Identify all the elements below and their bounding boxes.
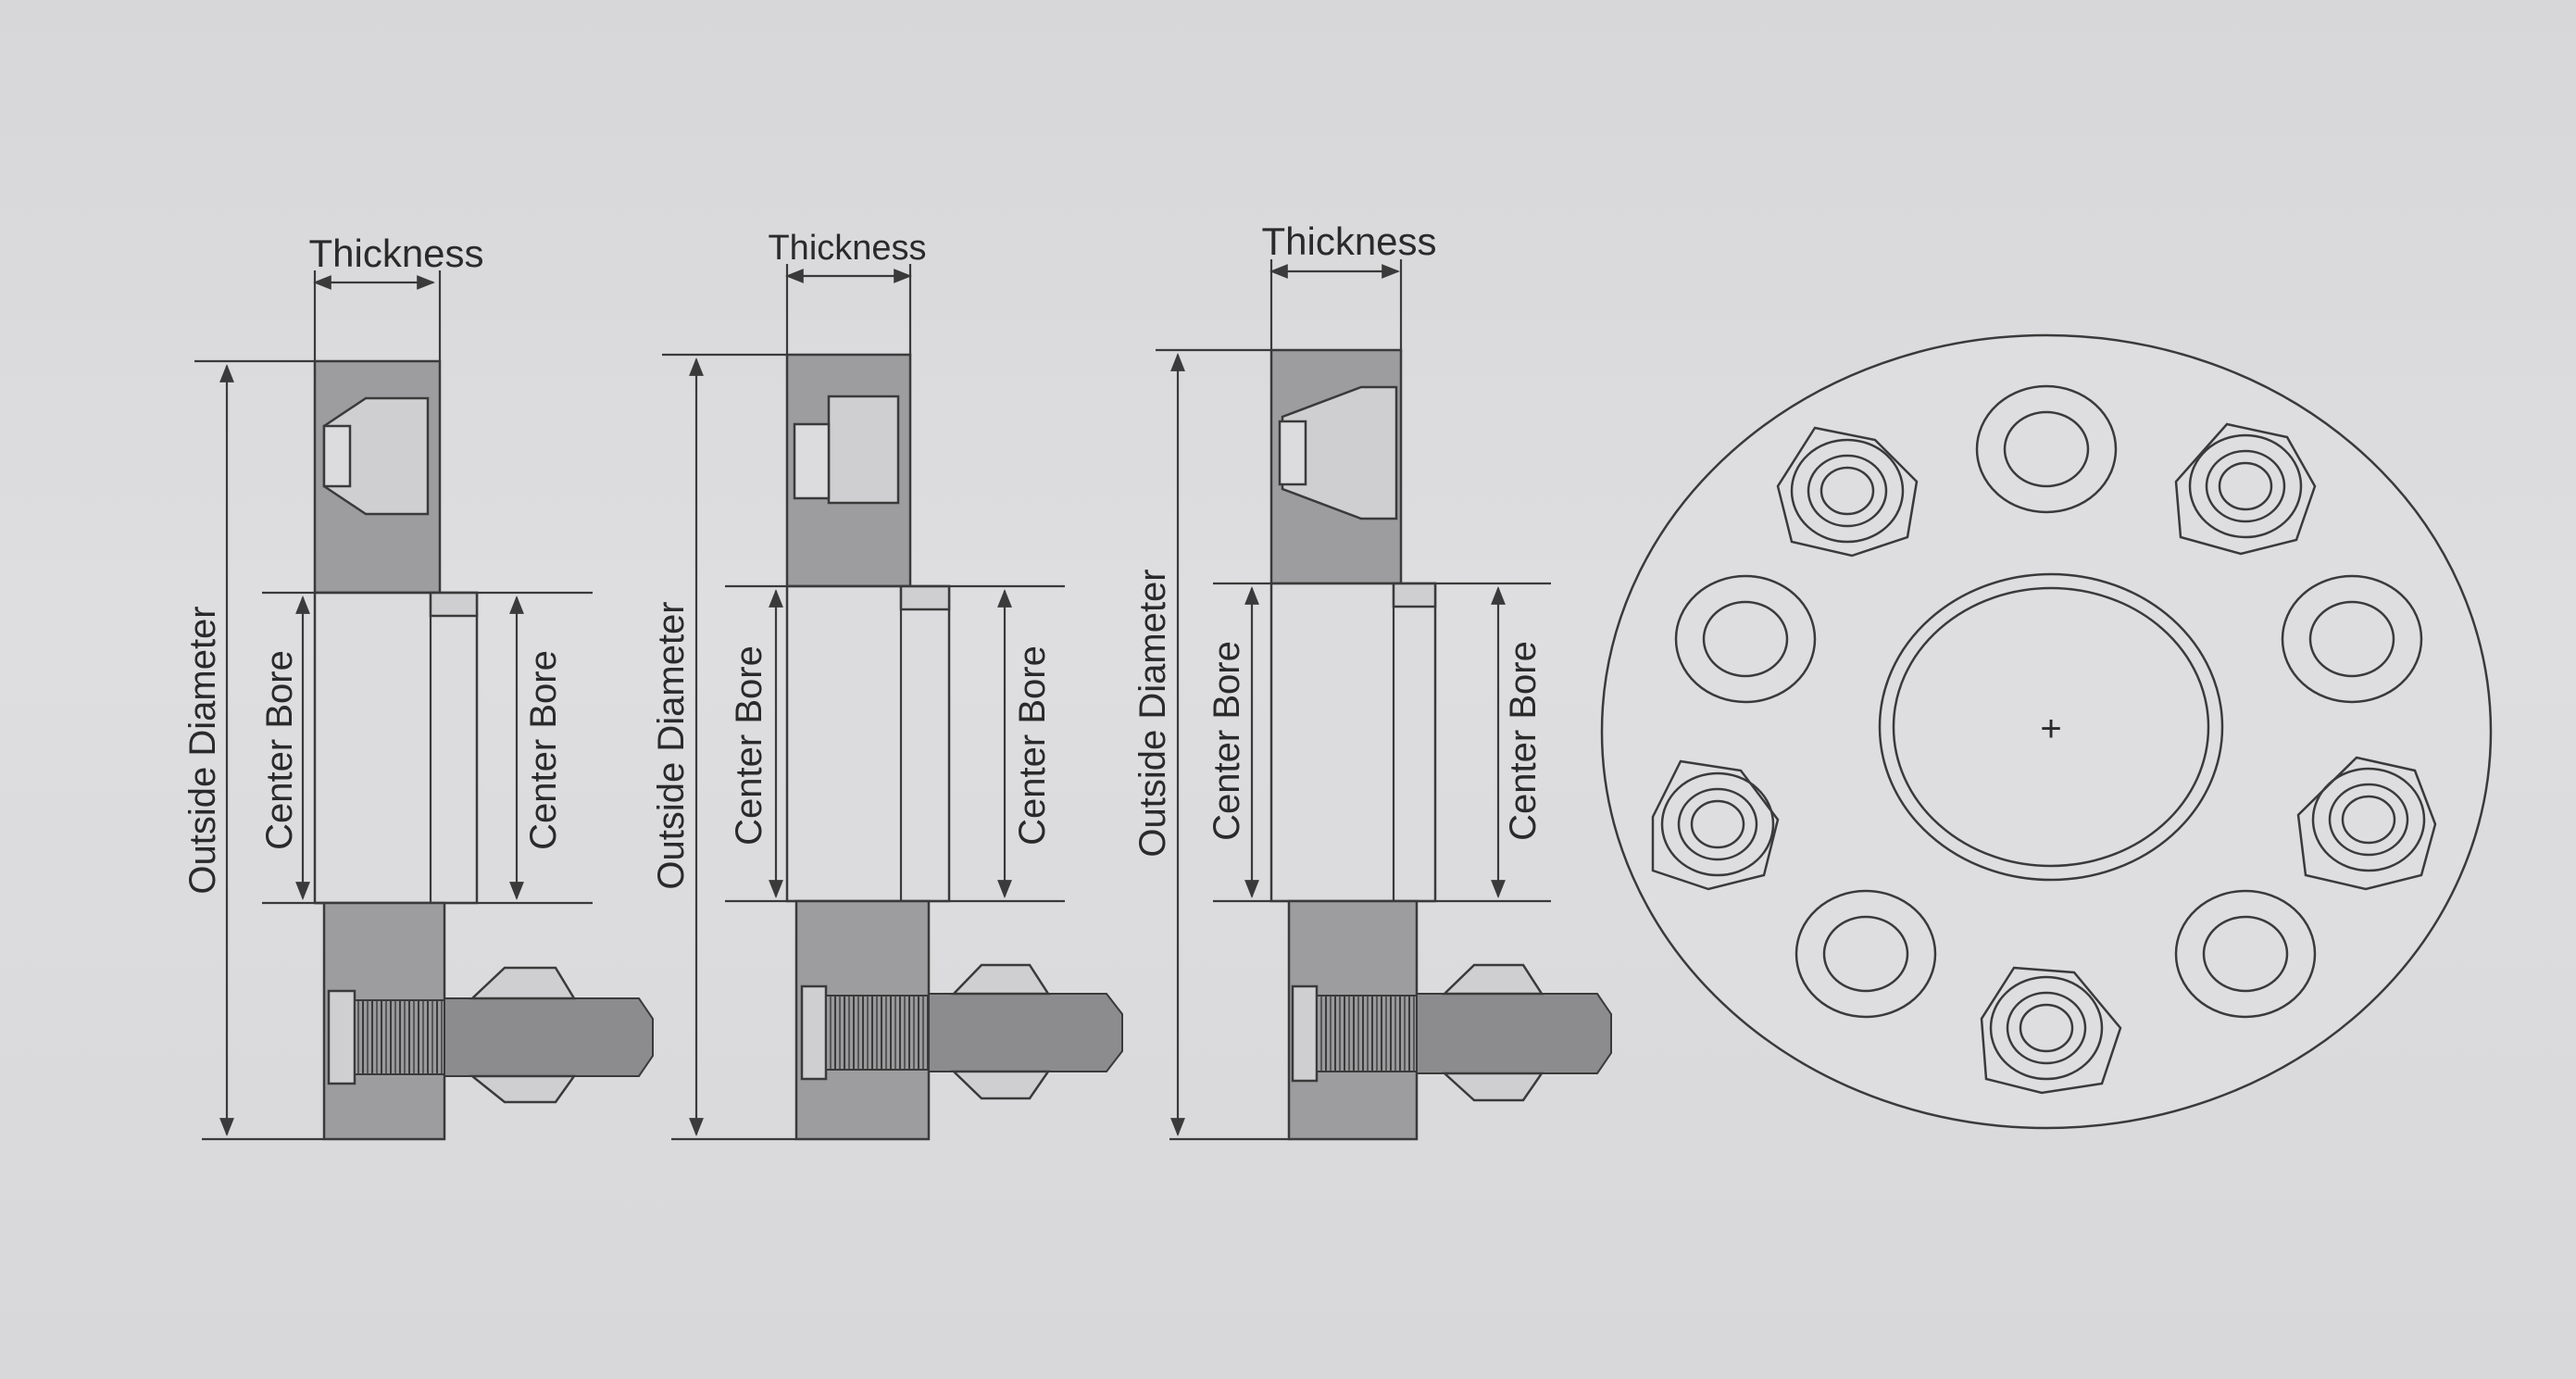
lug-nut (2174, 422, 2317, 556)
center-mark: + (2040, 708, 2061, 749)
center-bore-label-3a: Center Bore (1207, 641, 1247, 841)
hub-lip (429, 591, 479, 618)
center-bore-label-1a: Center Bore (259, 650, 300, 850)
stud-knurl (354, 999, 445, 1075)
lug-nut-bottom (469, 1074, 577, 1104)
hub-lip (1392, 582, 1437, 608)
lug-hole (1278, 420, 1307, 486)
lug-nut-bottom (1441, 1072, 1544, 1102)
wheel-stud (1416, 993, 1612, 1074)
stud-knurl (1316, 995, 1418, 1072)
lug-nut (1776, 426, 1919, 558)
cross-section-3: Thickness Outside Diameter Center Bore C… (1132, 219, 1612, 1141)
front-view: + (1600, 333, 2493, 1130)
center-bore-label-3b: Center Bore (1503, 641, 1544, 841)
bolt-hole (1674, 574, 1817, 704)
bolt-hole (2281, 574, 2423, 704)
wheel-stud (928, 993, 1123, 1072)
lug-nut (1651, 759, 1780, 891)
thickness-label-3: Thickness (1261, 219, 1436, 263)
lug-nut (2296, 756, 2437, 891)
center-bore (1269, 582, 1437, 903)
hub-ring-outer (1878, 572, 2224, 882)
thickness-label-2: Thickness (768, 229, 926, 268)
outside-diameter-label-2: Outside Diameter (651, 601, 692, 889)
center-bore (313, 591, 479, 905)
center-bore (785, 584, 951, 903)
lug-hole (322, 424, 352, 488)
hub-lip (899, 584, 951, 611)
outside-diameter-label-3: Outside Diameter (1132, 569, 1173, 857)
lug-nut-top (469, 966, 577, 1000)
stud-head (327, 989, 356, 1085)
cross-section-1: Thickness Outside Diameter Center Bore C… (182, 232, 654, 1141)
cross-section-2: Thickness Outside Diameter Center Bore C… (651, 229, 1123, 1141)
lug-nut-top (1441, 963, 1544, 996)
center-bore-label-1b: Center Bore (523, 650, 564, 850)
stud-head (1291, 984, 1319, 1083)
bolt-hole (2174, 889, 2317, 1019)
lug-seat (1281, 385, 1398, 520)
bolt-hole (1794, 889, 1937, 1019)
outside-diameter-label-1: Outside Diameter (182, 606, 223, 894)
lug-nut (1980, 966, 2122, 1095)
bolt-hole (1975, 384, 2118, 514)
wheel-stud (444, 997, 654, 1077)
stud-head (800, 984, 828, 1081)
hub-ring-inner (1892, 586, 2210, 868)
center-bore-label-2b: Center Bore (1012, 646, 1053, 846)
lug-hole (793, 422, 831, 500)
lug-nut-top (951, 963, 1051, 996)
center-bore-label-2a: Center Bore (729, 646, 769, 846)
thickness-label-1: Thickness (308, 232, 483, 275)
stud-knurl (825, 995, 930, 1071)
lug-seat (827, 395, 900, 505)
lug-nut-bottom (950, 1070, 1051, 1100)
